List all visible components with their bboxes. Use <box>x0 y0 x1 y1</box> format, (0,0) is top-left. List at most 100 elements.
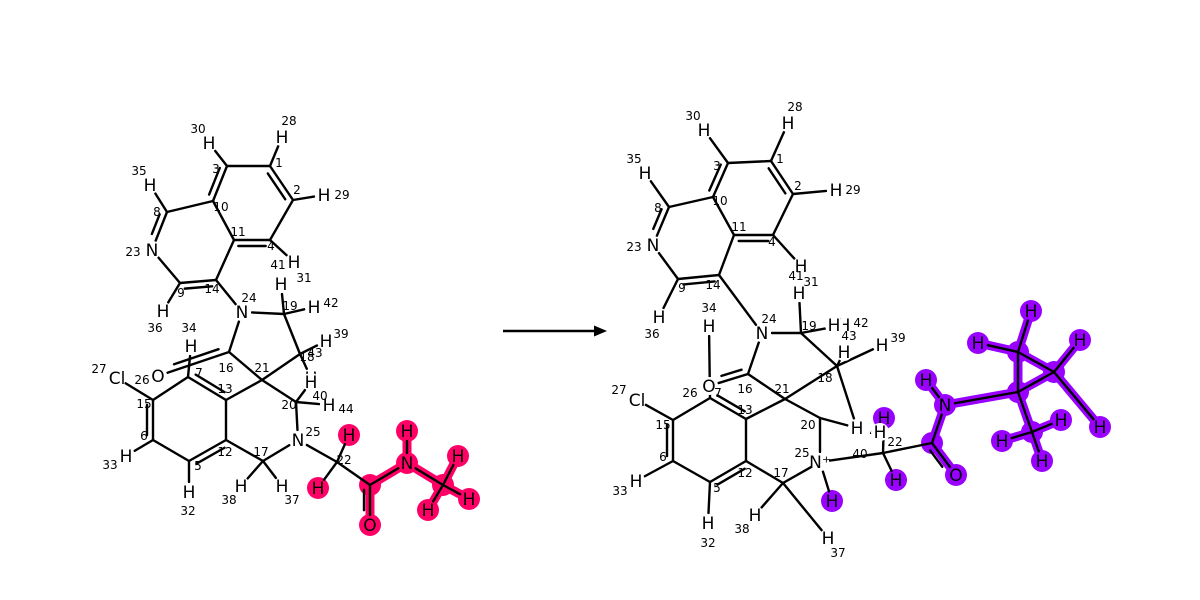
atom-p_o_co: O <box>947 466 965 486</box>
atom-map-number: 3 <box>212 162 220 176</box>
atom-label: N⁺ <box>809 453 831 473</box>
atom-r_h22b: H <box>309 479 327 499</box>
atom-p_c6: 6 <box>659 450 667 464</box>
bond-p_c4-p_c2 <box>771 192 795 237</box>
bond-r_c_me-r_hm3 <box>431 483 445 503</box>
atom-map-number: 34 <box>181 321 196 335</box>
bond-p_c17-p_n25 <box>781 465 813 485</box>
bond-p_c1-p_c2 <box>767 159 795 196</box>
atom-map-number: 19 <box>801 319 816 333</box>
atom-map-number: 37 <box>830 546 845 560</box>
atom-label: H <box>235 477 248 497</box>
bond-p_c5-p_h32 <box>707 480 712 515</box>
atom-r_c20: 20 <box>281 398 296 412</box>
bond-p_n_am-p_c_q <box>953 390 1020 405</box>
atom-map-number: 8 <box>153 205 161 219</box>
atom-r_c11: 11 <box>230 225 245 239</box>
bond-p_c26-p_c6 <box>665 418 675 463</box>
atom-r_c3: 3 <box>212 162 220 176</box>
atom-r_h33: H33 <box>102 447 135 472</box>
atom-r_h28: H28 <box>273 114 297 148</box>
atom-label: H <box>120 447 133 467</box>
atom-map-number: 2 <box>794 179 802 193</box>
atom-p_h37: H37 <box>819 529 846 560</box>
bond-p_c8-p_n23 <box>652 205 671 237</box>
atom-label: H <box>838 343 851 363</box>
atom-r_h30: H30 <box>190 122 218 154</box>
atom-label: N <box>236 303 249 323</box>
atom-map-number: 9 <box>678 281 686 295</box>
atom-map-number: 11 <box>230 225 245 239</box>
bond-p_c_m1-p_c_m2 <box>1016 350 1056 374</box>
product-highlight-layer <box>821 300 1111 512</box>
atom-p_h35: H35 <box>626 152 654 184</box>
atom-label: H <box>830 181 843 201</box>
atom-label: H <box>422 501 435 521</box>
bond-p_c19-p_h41 <box>798 301 803 335</box>
bond-p_c18-p_h44 <box>835 364 856 420</box>
bond-p_c_m2-p_h_d <box>1052 370 1095 421</box>
bond-p_c_m1-p_h_a <box>1016 319 1030 354</box>
atom-r_hm2: H <box>460 490 478 510</box>
atom-map-number: 6 <box>140 429 148 443</box>
atom-label: N <box>647 236 660 256</box>
bond-p_c8-p_h35 <box>649 179 671 209</box>
atom-map-number: 4 <box>768 235 776 249</box>
reactant-bonds <box>124 145 462 517</box>
atom-label: H <box>463 490 476 510</box>
atom-p_n_am: N <box>936 396 954 416</box>
atom-label: H <box>320 332 333 352</box>
atom-p_n24: N24 <box>753 312 777 344</box>
atom-map-number: 21 <box>254 361 269 375</box>
atom-map-number: 38 <box>734 522 749 536</box>
atom-p_h38: H38 <box>734 506 764 536</box>
bond-r_c19-r_h41 <box>280 292 286 316</box>
atom-map-number: 1 <box>776 152 784 166</box>
atom-r_c1: 1 <box>275 156 283 170</box>
atom-map-number: 22 <box>336 453 351 467</box>
bond-r_c11-r_c4 <box>232 238 272 248</box>
bond-r_c9-r_h36 <box>166 281 182 304</box>
atom-r_h35: H35 <box>131 164 159 196</box>
atom-r_c12: 12 <box>217 445 232 459</box>
atom-map-number: 8 <box>654 201 662 215</box>
atom-map-number: 17 <box>773 466 788 480</box>
bond-p_c16-p_o34 <box>717 368 750 385</box>
atom-r_c2: 2 <box>293 183 301 197</box>
atom-label: H <box>1094 418 1107 438</box>
bond-r_c10-r_c8 <box>165 199 215 214</box>
atom-r_c21: 21 <box>254 361 269 375</box>
atom-r_n_am: N <box>398 454 416 474</box>
atom-label: Cl <box>629 391 646 411</box>
atom-map-number: 16 <box>737 382 752 396</box>
atom-label: H <box>1036 452 1049 472</box>
bond-p_c17-p_h37 <box>781 481 823 532</box>
bond-r_c10-r_c11 <box>211 199 236 242</box>
atom-label: H <box>874 423 887 443</box>
atom-r_c4: 4 <box>267 239 275 253</box>
atom-p_c1: 1 <box>776 152 784 166</box>
atom-label: Cl <box>109 369 126 389</box>
atom-r_n23: N23 <box>125 241 161 261</box>
atom-label: H <box>144 176 157 196</box>
atom-map-number: 20 <box>800 418 815 432</box>
bond-r_c7-r_h_o <box>186 354 192 379</box>
atom-label: O <box>151 367 164 387</box>
atom-label: H <box>702 514 715 534</box>
atom-r_c13: 13 <box>217 382 232 396</box>
atom-r_hn: H <box>398 422 416 442</box>
bond-p_c21-p_c13 <box>744 397 787 421</box>
atom-map-number: 32 <box>700 536 715 550</box>
bond-p_c7-p_c26 <box>671 396 712 422</box>
atom-r_h37: H37 <box>273 477 300 507</box>
atom-map-number: 21 <box>774 382 789 396</box>
reaction-arrow <box>503 325 607 337</box>
atom-label: H <box>876 336 889 356</box>
bond-r_n24-r_c16 <box>227 320 241 354</box>
atom-map-number: 15 <box>136 397 151 411</box>
bond-r_c19-r_c18 <box>282 312 302 356</box>
